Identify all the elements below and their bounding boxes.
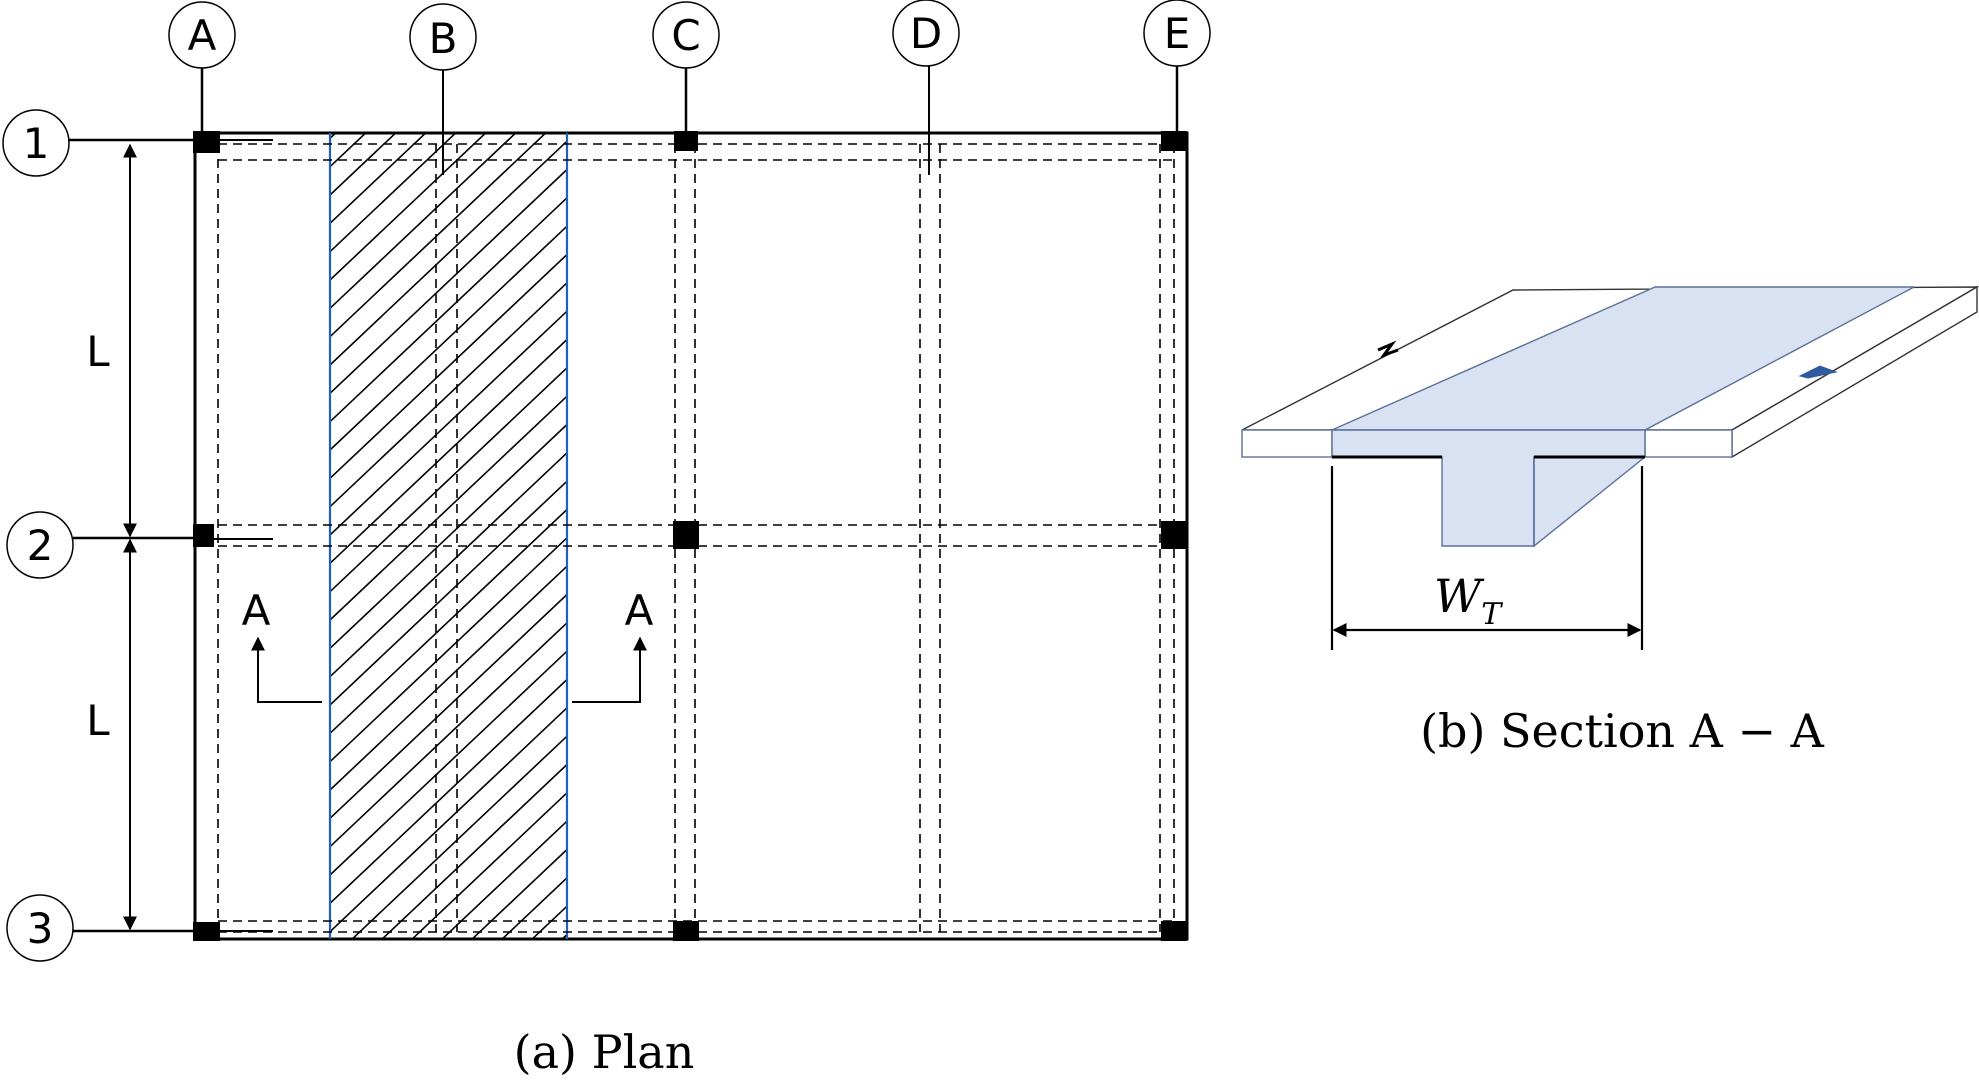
hatch-line [330, 536, 567, 763]
span-label-1-2: L [86, 327, 110, 376]
hatch-line [330, 565, 567, 792]
grid-column-bubbles: A B C D E [168, 0, 1211, 175]
hatch-line [330, 133, 547, 338]
beam-lines-horizontal [218, 143, 1174, 933]
hatch-line [471, 848, 567, 939]
grid-label-1: 1 [23, 119, 50, 168]
caption-plan: (a) Plan [514, 1025, 695, 1079]
grid-label-3: 3 [27, 904, 54, 953]
break-mark-right [1798, 365, 1838, 379]
column-C1 [674, 131, 698, 151]
hatch-line [330, 650, 567, 877]
slab-front-right [1644, 429, 1733, 458]
hatch-line [600, 110, 1500, 960]
hatch-line [411, 791, 567, 939]
hatch-line [330, 338, 567, 565]
grid-label-2: 2 [27, 521, 54, 570]
hatch-line [330, 196, 567, 423]
hatch-line [330, 621, 567, 848]
column-C3 [673, 921, 699, 941]
hatch-line [570, 110, 1470, 960]
hatch-line [330, 133, 487, 282]
span-label-2-3: L [86, 696, 110, 745]
section-cut-right [572, 636, 647, 703]
column-E2 [1161, 521, 1187, 549]
hatch-line [330, 480, 567, 707]
hatch-line [660, 110, 1560, 960]
hatch-line [330, 593, 567, 820]
caption-section: (b) Section A − A [1420, 704, 1825, 758]
hatch-line [330, 508, 567, 735]
grid-bubble-A: A [168, 1, 236, 133]
grid-bubble-3: 3 [6, 894, 193, 962]
tee-width-symbol: W [1434, 569, 1485, 623]
grid-bubble-E: E [1143, 0, 1211, 133]
hatch-line [330, 451, 567, 678]
column-A3 [193, 922, 220, 941]
column-E3 [1161, 921, 1187, 941]
section-marker-right: A [625, 586, 654, 635]
grid-bubble-C: C [652, 1, 720, 133]
slab-front-left [1241, 429, 1333, 458]
hatch-line [330, 423, 567, 650]
hatch-line [501, 876, 567, 939]
section-cut-left [251, 636, 322, 703]
grid-label-B: B [429, 14, 458, 63]
hatch-line [531, 905, 567, 939]
hatch-line [351, 735, 567, 939]
grid-label-C: C [671, 11, 700, 60]
hatch-line [330, 678, 567, 905]
section-marker-left: A [242, 586, 271, 635]
grid-label-A: A [188, 11, 217, 60]
columns [193, 131, 1187, 941]
grid-bubble-2: 2 [6, 511, 193, 579]
hatch-line [330, 395, 567, 622]
column-A2 [193, 524, 214, 547]
hatch-line [330, 706, 567, 933]
tee-web-side [1533, 456, 1647, 548]
plan-view: A B C D E [2, 0, 1560, 1079]
hatched-strip [330, 110, 1560, 960]
hatch-line [330, 133, 517, 310]
tee-width-dimension [1330, 466, 1644, 650]
grid-bubble-D: D [892, 0, 960, 175]
section-view: WT (b) Section A − A [1241, 285, 1979, 758]
tee-width-subscript: T [1481, 597, 1503, 632]
tee-width-label: WT [1434, 569, 1503, 632]
hatch-line [330, 140, 567, 367]
hatch-line [330, 225, 567, 452]
grid-bubble-1: 1 [2, 109, 193, 177]
hatch-line [381, 763, 567, 939]
grid-row-bubbles: 1 2 3 [2, 109, 193, 962]
column-ticks [214, 139, 273, 932]
column-A1 [193, 131, 220, 153]
hatch-line [330, 168, 567, 395]
column-C2 [673, 521, 699, 549]
grid-label-D: D [910, 9, 942, 58]
grid-bubble-B: B [409, 3, 477, 175]
grid-label-E: E [1164, 9, 1191, 58]
break-mark-left [1377, 340, 1399, 359]
hatch-line [630, 110, 1530, 960]
column-E1 [1161, 131, 1187, 151]
hatch-line [330, 366, 567, 593]
